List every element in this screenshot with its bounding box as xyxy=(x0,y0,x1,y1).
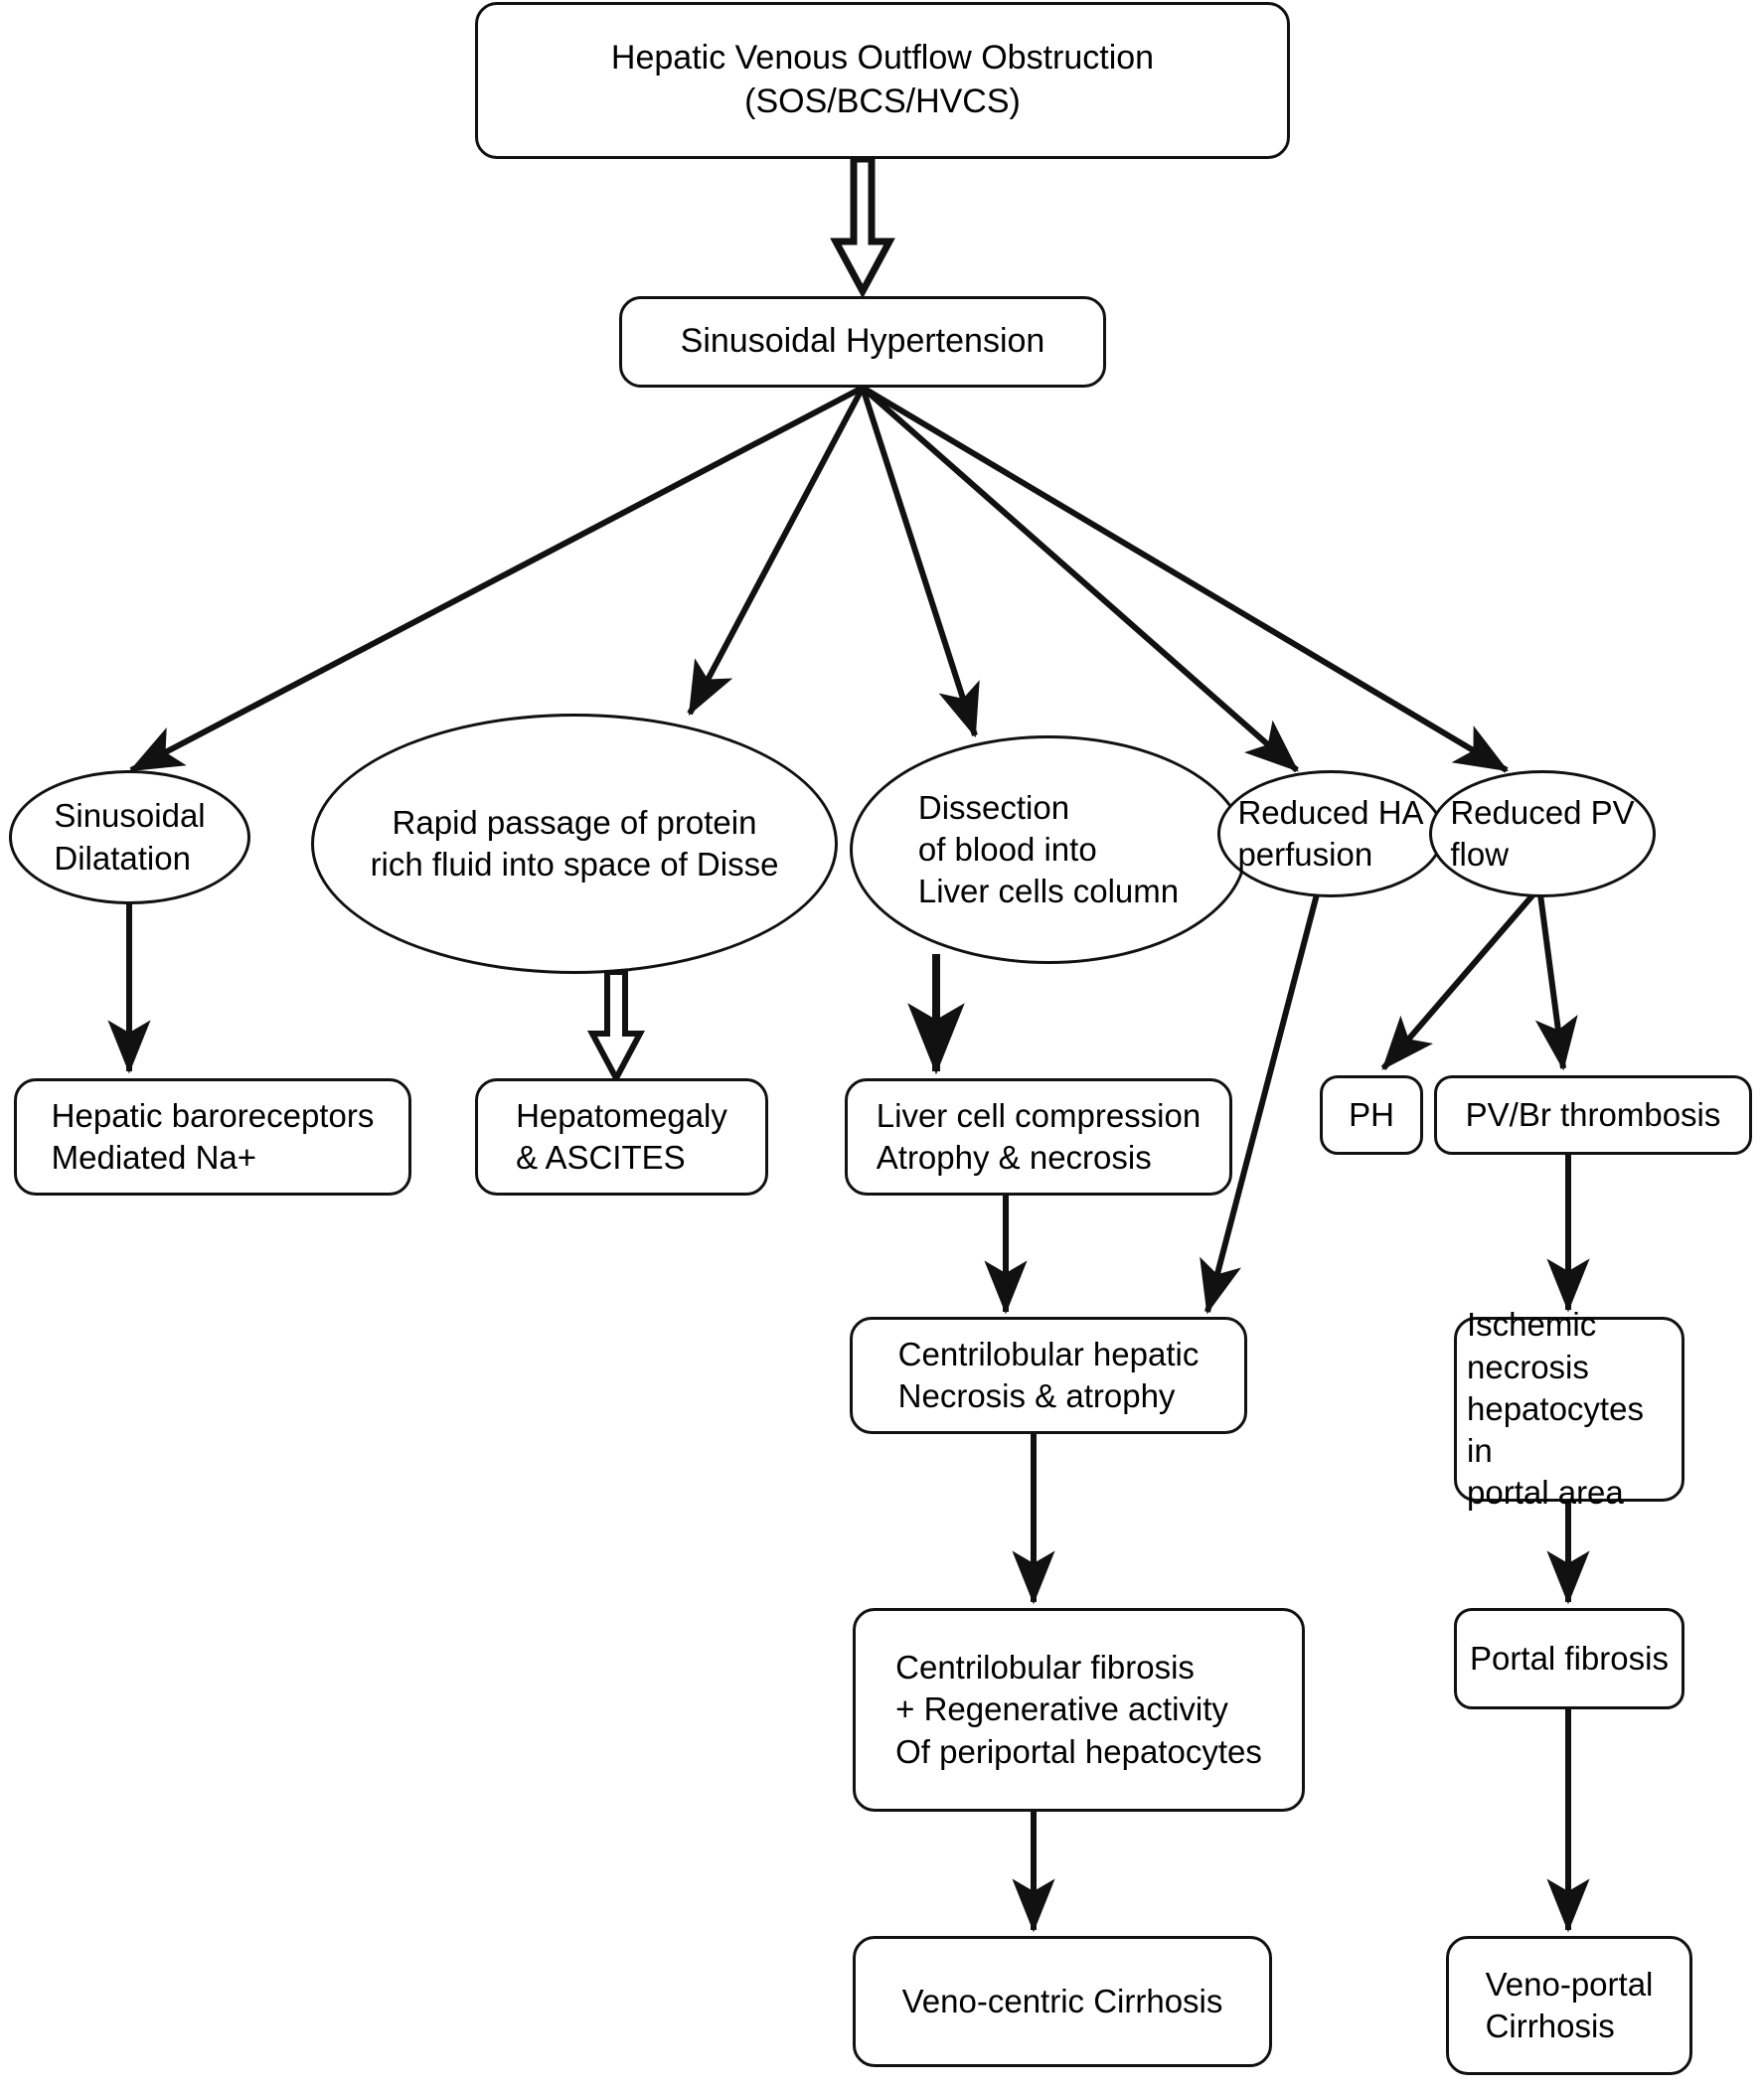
node-label: PV/Br thrombosis xyxy=(1465,1095,1721,1133)
node-portal-fibrosis[interactable]: Portal fibrosis xyxy=(1454,1608,1684,1709)
node-ph[interactable]: PH xyxy=(1320,1075,1423,1155)
edge-reduced-pv-to-ph xyxy=(1380,892,1536,1070)
node-label: Hepatomegaly & ASCITES xyxy=(516,1096,727,1176)
node-veno-centric-cirrhosis[interactable]: Veno-centric Cirrhosis xyxy=(853,1936,1272,2067)
edge-sh-to-rapid-passage xyxy=(687,386,866,717)
node-sinusoidal-hypertension[interactable]: Sinusoidal Hypertension xyxy=(619,296,1106,388)
node-ischemic-necrosis-portal-area[interactable]: Ischemic necrosis hepatocytes in portal … xyxy=(1454,1306,1684,1511)
node-label: Hepatic Venous Outflow Obstruction (SOS/… xyxy=(610,39,1155,120)
node-label: Sinusoidal Hypertension xyxy=(680,322,1045,361)
node-label: Reduced PV flow xyxy=(1450,793,1635,873)
node-sinusoidal-dilatation[interactable]: Sinusoidal Dilatation xyxy=(9,770,250,904)
node-dissection-of-blood[interactable]: Dissection of blood into Liver cells col… xyxy=(850,735,1247,964)
edge-sh-to-sinusoidal-dilatation xyxy=(128,385,865,773)
node-label: PH xyxy=(1349,1095,1394,1133)
node-liver-cell-compression[interactable]: Liver cell compression Atrophy & necrosi… xyxy=(845,1078,1232,1196)
edge-sh-to-reduced-pv-flow xyxy=(861,385,1510,773)
node-pv-br-thrombosis[interactable]: PV/Br thrombosis xyxy=(1434,1075,1752,1155)
node-label: Veno-portal Cirrhosis xyxy=(1485,1965,1654,2044)
node-label: Veno-centric Cirrhosis xyxy=(901,1982,1223,2019)
node-reduced-pv-flow[interactable]: Reduced PV flow xyxy=(1429,770,1656,897)
edge-rapid-passage-to-hepatomegaly xyxy=(587,969,645,1085)
node-label: Centrilobular hepatic Necrosis & atrophy xyxy=(897,1335,1200,1414)
node-label: Dissection of blood into Liver cells col… xyxy=(917,788,1180,910)
node-label: Centrilobular fibrosis + Regenerative ac… xyxy=(895,1649,1262,1770)
node-veno-portal-cirrhosis[interactable]: Veno-portal Cirrhosis xyxy=(1446,1936,1692,2075)
node-hepatic-baroreceptors[interactable]: Hepatic baroreceptors Mediated Na+ xyxy=(14,1078,411,1196)
node-label: Portal fibrosis xyxy=(1470,1639,1669,1677)
node-rapid-passage-protein-rich-fluid[interactable]: Rapid passage of protein rich fluid into… xyxy=(311,714,838,974)
node-hepatic-venous-outflow-obstruction[interactable]: Hepatic Venous Outflow Obstruction (SOS/… xyxy=(475,2,1290,159)
edge-sh-to-dissection-blood xyxy=(860,387,980,738)
node-label: Hepatic baroreceptors Mediated Na+ xyxy=(51,1096,375,1176)
node-hepatomegaly-ascites[interactable]: Hepatomegaly & ASCITES xyxy=(475,1078,768,1196)
node-reduced-ha-perfusion[interactable]: Reduced HA perfusion xyxy=(1217,770,1444,897)
node-centrilobular-hepatic-necrosis[interactable]: Centrilobular hepatic Necrosis & atrophy xyxy=(850,1317,1247,1434)
node-label: Sinusoidal Dilatation xyxy=(54,797,206,877)
edge-reduced-pv-to-pv-br-thrombosis xyxy=(1534,893,1578,1071)
edge-hvoo-to-sinusoidal-hypertension xyxy=(830,155,895,299)
node-label: Reduced HA perfusion xyxy=(1237,793,1424,873)
node-label: Rapid passage of protein rich fluid into… xyxy=(370,803,779,883)
node-label: Ischemic necrosis hepatocytes in portal … xyxy=(1467,1306,1644,1512)
node-label: Liver cell compression Atrophy & necrosi… xyxy=(876,1096,1202,1176)
edge-sh-to-reduced-ha-perfusion xyxy=(861,385,1299,773)
node-centrilobular-fibrosis[interactable]: Centrilobular fibrosis + Regenerative ac… xyxy=(853,1608,1305,1812)
